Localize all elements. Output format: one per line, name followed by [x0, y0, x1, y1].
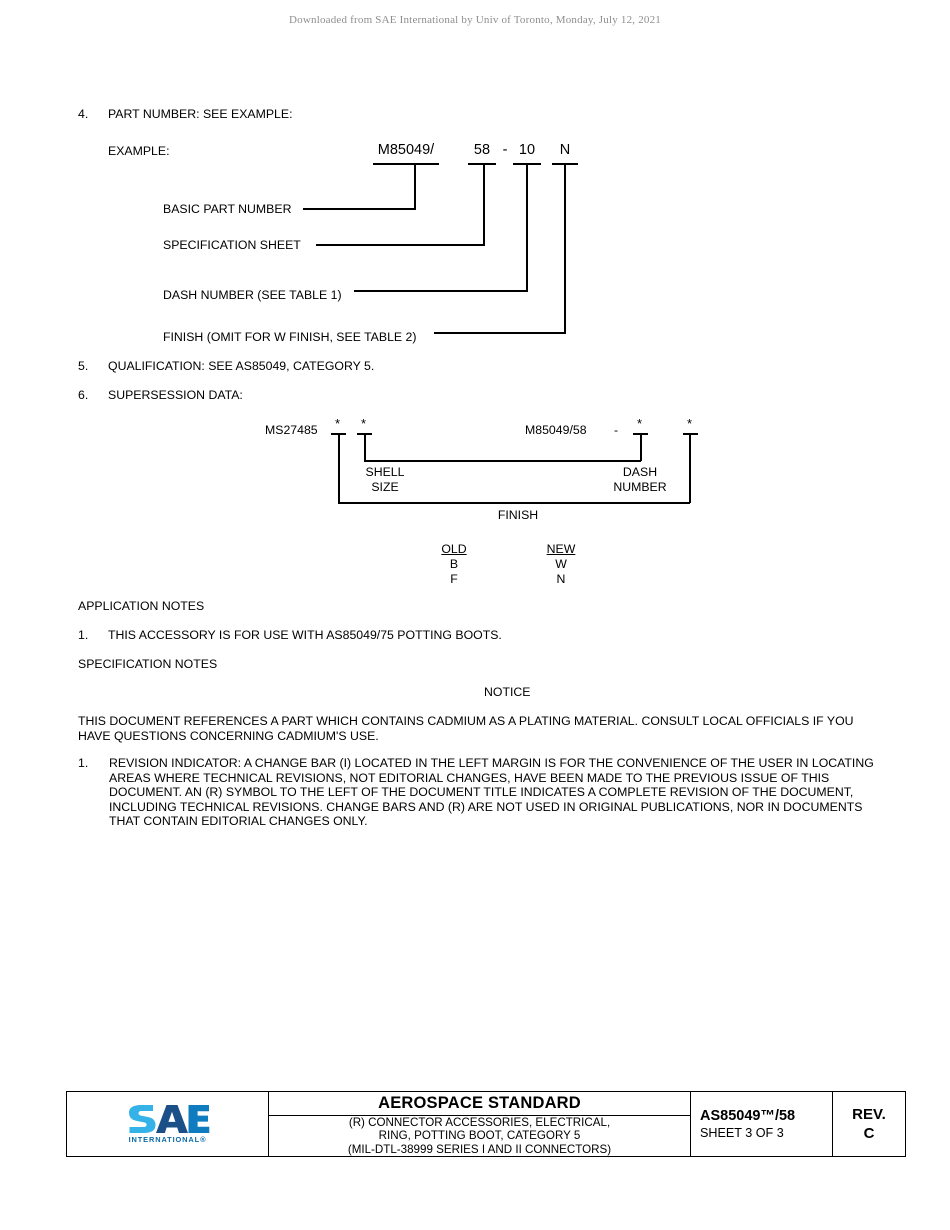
revision-label: REV. — [852, 1106, 886, 1123]
pn-segment-dash-number: 10 — [518, 142, 536, 158]
notice-heading: NOTICE — [484, 685, 531, 699]
supersession-vline-dash-number — [640, 433, 642, 461]
standard-type: AEROSPACE STANDARD — [269, 1092, 690, 1116]
title-block-document-cell: AS85049™/58 SHEET 3 OF 3 — [691, 1092, 833, 1156]
pn-segment-spec-sheet: 58 — [473, 142, 491, 158]
supersession-old-part: MS27485 — [265, 423, 318, 437]
leader-vline-finish — [564, 163, 566, 333]
specification-note-1-body: REVISION INDICATOR: A CHANGE BAR (I) LOC… — [109, 756, 898, 829]
leader-vline-dash-number — [526, 163, 528, 291]
supersession-new-part: M85049/58 — [525, 423, 587, 437]
supersession-vline-shell-size — [364, 433, 366, 461]
pn-segment-finish: N — [559, 142, 571, 158]
application-note-1: 1. THIS ACCESSORY IS FOR USE WITH AS8504… — [78, 628, 502, 643]
application-note-1-text: THIS ACCESSORY IS FOR USE WITH AS85049/7… — [108, 628, 502, 642]
application-note-1-number: 1. — [78, 628, 89, 642]
document-title-line-3: (MIL-DTL-38999 SERIES I AND II CONNECTOR… — [347, 1142, 612, 1156]
finish-table-new-row-2: N — [556, 572, 566, 586]
supersession-star-finish-new: * — [687, 416, 693, 431]
pn-segment-hyphen: - — [502, 142, 508, 158]
sae-logo: INTERNATIONAL® — [125, 1104, 211, 1144]
title-block-revision-cell: REV. C — [833, 1092, 905, 1156]
spec-note-line-4: INCLUDING TECHNICAL REVISIONS. CHANGE BA… — [109, 799, 863, 814]
shell-size-line-1: SHELL — [365, 465, 405, 479]
clause-4-number: 4. — [78, 107, 89, 121]
spec-note-line-2: AREAS WHERE TECHNICAL REVISIONS, NOT EDI… — [109, 770, 830, 785]
clause-6-text: SUPERSESSION DATA: — [108, 388, 243, 402]
leader-vline-spec-sheet — [483, 163, 485, 245]
document-title: (R) CONNECTOR ACCESSORIES, ELECTRICAL, R… — [269, 1116, 690, 1156]
leader-label-specification-sheet: SPECIFICATION SHEET — [163, 238, 301, 252]
finish-table-old-header: OLD — [441, 542, 467, 556]
spec-note-line-3: DOCUMENT. AN (R) SYMBOL TO THE LEFT OF T… — [109, 785, 854, 800]
leader-hline-basic — [303, 208, 416, 210]
supersession-star-shell-size: * — [361, 416, 367, 431]
supersession-hline-shell-to-dash — [364, 460, 641, 462]
sheet-number: SHEET 3 OF 3 — [700, 1126, 784, 1140]
pn-segment-basic: M85049/ — [377, 142, 435, 158]
clause-4-text: PART NUMBER: SEE EXAMPLE: — [108, 107, 293, 121]
leader-hline-finish — [434, 332, 566, 334]
leader-label-finish: FINISH (OMIT FOR W FINISH, SEE TABLE 2) — [163, 330, 417, 344]
pn-underline-spec-sheet — [468, 163, 496, 165]
finish-table-new-header: NEW — [546, 542, 576, 556]
clause-6-supersession: 6. SUPERSESSION DATA: — [78, 388, 243, 403]
clause-6-number: 6. — [78, 388, 89, 402]
leader-label-dash-number: DASH NUMBER (SEE TABLE 1) — [163, 288, 342, 302]
specification-note-1-number: 1. — [78, 756, 89, 770]
supersession-hline-finish — [338, 502, 690, 504]
application-notes-heading: APPLICATION NOTES — [78, 599, 205, 613]
supersession-label-shell-size: SHELL SIZE — [330, 465, 440, 494]
sae-logo-icon — [128, 1105, 209, 1133]
finish-table-old-row-2: F — [450, 572, 458, 586]
clause-5-qualification: 5. QUALIFICATION: SEE AS85049, CATEGORY … — [78, 359, 374, 374]
shell-size-line-2: SIZE — [371, 479, 399, 494]
leader-label-basic-part-number: BASIC PART NUMBER — [163, 202, 292, 216]
document-number: AS85049™/58 — [700, 1108, 796, 1124]
download-notice: Downloaded from SAE International by Uni… — [289, 14, 661, 26]
finish-table-new-column: NEW W N — [535, 542, 587, 587]
document-title-line-2: RING, POTTING BOOT, CATEGORY 5 — [378, 1129, 581, 1143]
supersession-star-finish-old: * — [335, 416, 341, 431]
supersession-vline-finish-new — [689, 433, 691, 503]
leader-vline-basic — [414, 163, 416, 209]
cadmium-notice-line-2: HAVE QUESTIONS CONCERNING CADMIUM'S USE. — [78, 728, 379, 743]
cadmium-notice: THIS DOCUMENT REFERENCES A PART WHICH CO… — [78, 714, 898, 743]
clause-5-number: 5. — [78, 359, 89, 373]
dash-number-line-1: DASH — [622, 465, 658, 479]
title-block: INTERNATIONAL® AEROSPACE STANDARD (R) CO… — [66, 1091, 906, 1157]
supersession-star-dash-number: * — [637, 416, 643, 431]
dash-number-line-2: NUMBER — [613, 479, 667, 494]
clause-4-part-number: 4. PART NUMBER: SEE EXAMPLE: — [78, 107, 293, 122]
spec-note-line-1: REVISION INDICATOR: A CHANGE BAR (I) LOC… — [109, 756, 874, 770]
title-block-title-cell: AEROSPACE STANDARD (R) CONNECTOR ACCESSO… — [269, 1092, 691, 1156]
specification-note-1: 1. REVISION INDICATOR: A CHANGE BAR (I) … — [78, 756, 898, 829]
supersession-label-dash-number: DASH NUMBER — [585, 465, 695, 494]
supersession-vline-finish-old — [338, 433, 340, 503]
supersession-dash-separator: - — [614, 423, 619, 437]
title-block-logo-cell: INTERNATIONAL® — [67, 1092, 269, 1156]
pn-underline-basic — [373, 163, 439, 165]
leader-hline-spec-sheet — [316, 244, 485, 246]
cadmium-notice-line-1: THIS DOCUMENT REFERENCES A PART WHICH CO… — [78, 714, 854, 728]
document-title-line-1: (R) CONNECTOR ACCESSORIES, ELECTRICAL, — [348, 1115, 611, 1129]
finish-table-old-row-1: B — [449, 557, 459, 571]
finish-table-new-row-1: W — [555, 557, 567, 571]
example-label: EXAMPLE: — [108, 144, 170, 158]
finish-table-old-column: OLD B F — [428, 542, 480, 587]
supersession-label-finish: FINISH — [497, 508, 539, 522]
specification-notes-heading: SPECIFICATION NOTES — [78, 657, 218, 671]
revision-value: C — [863, 1125, 875, 1142]
spec-note-line-5: THAT CONTAIN EDITORIAL CHANGES ONLY. — [109, 814, 368, 829]
leader-hline-dash-number — [354, 290, 528, 292]
clause-5-text: QUALIFICATION: SEE AS85049, CATEGORY 5. — [108, 359, 375, 373]
sae-logo-subtext: INTERNATIONAL® — [128, 1135, 207, 1144]
